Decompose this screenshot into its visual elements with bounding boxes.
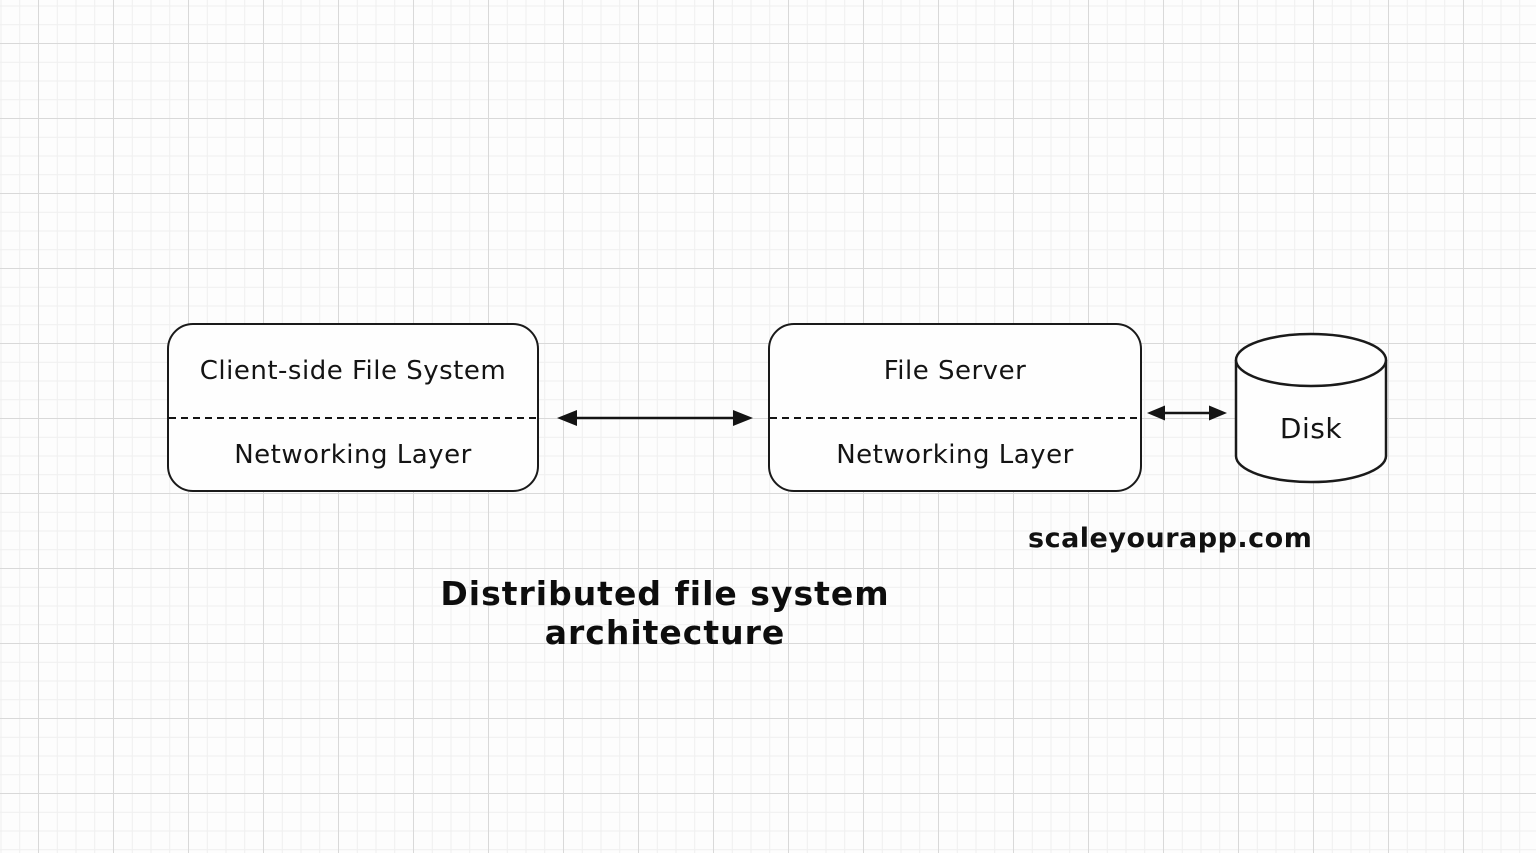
watermark-text: scaleyourapp.com (1028, 523, 1313, 554)
file-server-node: File Server Networking Layer (768, 323, 1142, 492)
arrowhead-left-icon (1147, 405, 1165, 421)
server-networking-layer-label: Networking Layer (836, 439, 1074, 470)
server-node-top-section: File Server (770, 325, 1140, 417)
arrow-server-disk (1147, 405, 1227, 421)
server-node-title: File Server (883, 356, 1027, 386)
client-node-bottom-section: Networking Layer (169, 419, 537, 490)
server-node-bottom-section: Networking Layer (770, 419, 1140, 490)
arrow-client-server (557, 410, 753, 426)
arrowhead-right-icon (1209, 405, 1227, 421)
client-node-divider (169, 417, 537, 419)
client-networking-layer-label: Networking Layer (234, 439, 472, 470)
disk-cylinder (1234, 332, 1388, 484)
diagram-title: Distributed file system architecture (440, 574, 890, 652)
client-node-title: Client-side File System (199, 356, 507, 386)
server-node-divider (770, 417, 1140, 419)
client-file-system-node: Client-side File System Networking Layer (167, 323, 539, 492)
disk-label: Disk (1279, 412, 1343, 445)
client-node-top-section: Client-side File System (169, 325, 537, 417)
arrowhead-left-icon (557, 410, 577, 426)
arrowhead-right-icon (733, 410, 753, 426)
